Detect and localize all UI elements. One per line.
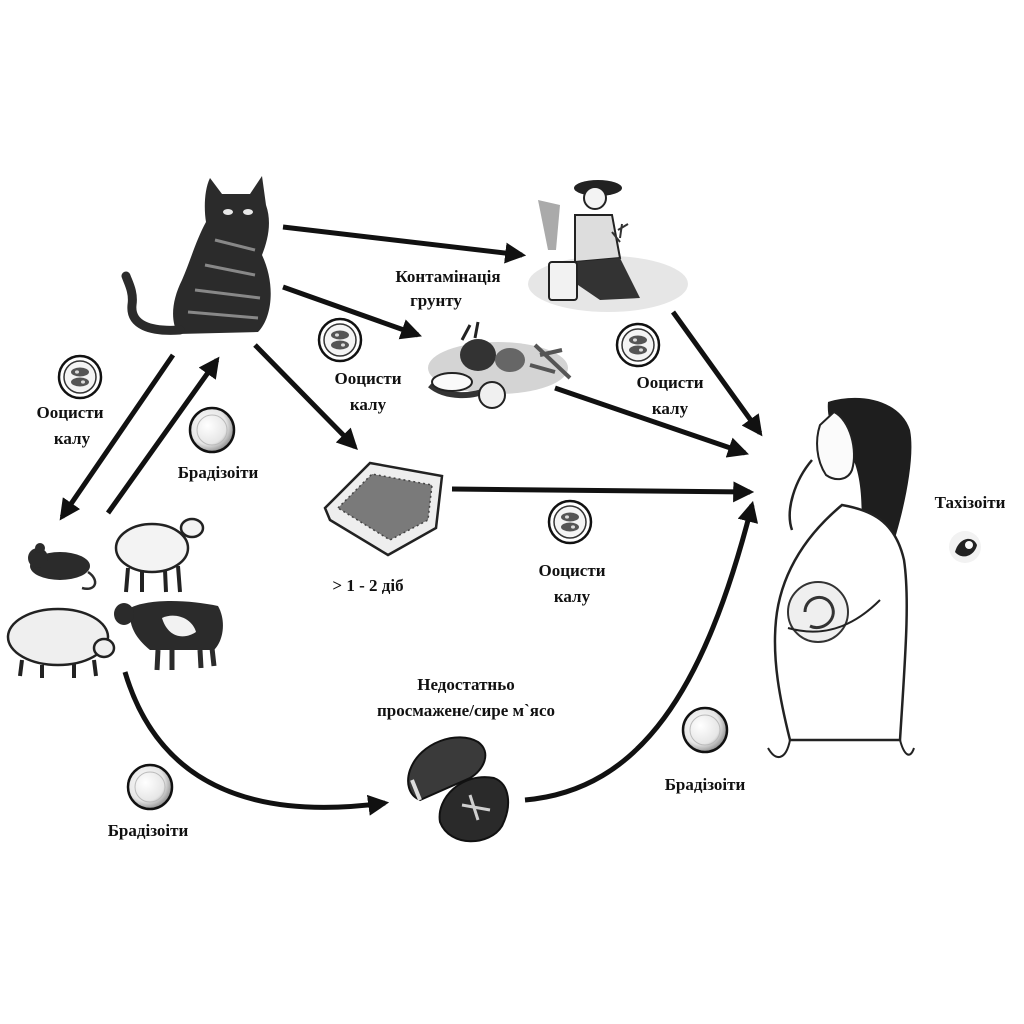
arrow-animals-to-cat [105,356,220,515]
litter-box-icon [323,461,444,557]
cat-icon [121,176,271,335]
rodent-icon [28,543,97,591]
oocysts-feces-label: калу [54,429,91,448]
oocyst-icon [615,322,661,368]
soil-contamination-label: Контамінація [395,267,500,286]
bradyzoites-label: Брадізоіти [665,775,746,794]
oocyst-icon [317,317,363,363]
tachyzoite-icon [949,531,981,563]
arrow-gardener-to-woman [670,310,763,437]
arrow-vegetables-to-woman [554,385,749,458]
arrow-cat-to-gardener [282,224,527,264]
oocysts-feces-label: Ооцисти [538,561,605,580]
oocysts-feces-label: Ооцисти [636,373,703,392]
bradyzoite-icon [126,763,174,811]
bradyzoite-icon [681,706,729,754]
arrow-animals-to-meat [122,671,390,816]
bradyzoite-icon [188,406,236,454]
vegetables-icon [428,321,572,409]
undercooked-meat-label: просмажене/сире м`ясо [377,701,555,720]
arrow-cat-to-animals [59,353,176,521]
arrow-meat-to-woman [524,500,759,803]
oocyst-icon [57,354,103,400]
arrow-cat-to-litter [253,343,358,450]
gardener-icon [528,180,688,312]
pig-icon [6,607,116,678]
sheep-icon [114,517,205,593]
oocysts-feces-label: калу [652,399,689,418]
oocysts-feces-label: калу [554,587,591,606]
tachyzoites-label: Тахізоіти [935,493,1006,512]
cow-icon [114,601,223,671]
pregnant-woman-icon [767,397,915,758]
litter-time-label: > 1 - 2 діб [332,576,403,595]
oocysts-feces-label: Ооцисти [36,403,103,422]
oocyst-icon [547,499,593,545]
undercooked-meat-label: Недостатньо [417,675,514,694]
arrow-cat-to-vegetables [282,284,422,340]
soil-contamination-label: грунту [410,291,462,310]
bradyzoites-label: Брадізоіти [178,463,259,482]
raw-meat-icon [407,736,510,843]
oocysts-feces-label: Ооцисти [334,369,401,388]
oocysts-feces-label: калу [350,395,387,414]
bradyzoites-label: Брадізоіти [108,821,189,840]
arrow-litter-to-woman [451,481,755,503]
